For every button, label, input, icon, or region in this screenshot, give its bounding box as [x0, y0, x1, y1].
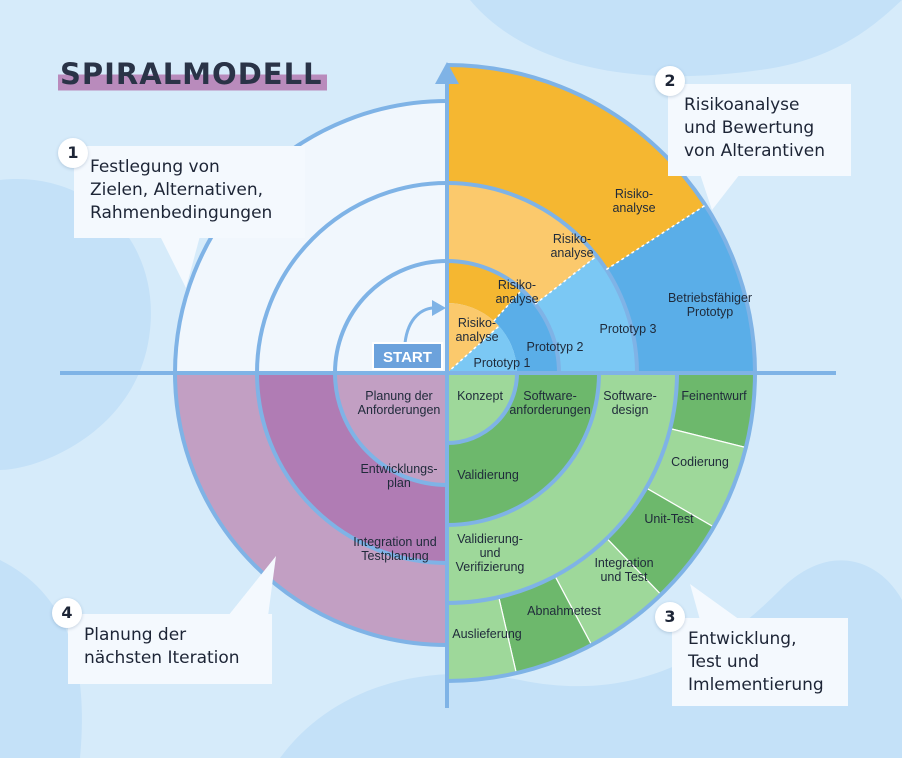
callout-line: und Bewertung — [684, 118, 815, 138]
quadrant-1-area — [175, 101, 447, 373]
callout-line: Zielen, Alternativen, — [90, 180, 264, 200]
callout-line: Entwicklung, — [688, 629, 797, 649]
callout-pointer-4 — [228, 556, 276, 616]
prototype-3-segment — [535, 256, 637, 373]
dev-ring-mid — [447, 373, 677, 603]
planning-ring-mid — [257, 373, 447, 563]
label-software-design: Software-design — [603, 389, 657, 417]
label-risk-inner: Risiko-analyse — [495, 278, 539, 306]
planning-ring-outer — [175, 373, 447, 645]
callout-line: Planung der — [84, 625, 187, 645]
start-marker: START — [372, 342, 443, 370]
spiral-ring-right-2 — [446, 181, 639, 374]
label-konzept: Konzept — [457, 389, 503, 403]
label-risk-mid: Risiko-analyse — [550, 232, 594, 260]
step-badge-2: 2 — [655, 66, 685, 96]
label-codierung: Codierung — [671, 455, 729, 469]
callout-line: Test und — [688, 652, 760, 672]
label-software-anforderungen: Software-anforderungen — [509, 389, 591, 417]
axis-arrow-up-icon — [435, 62, 459, 84]
label-prototyp-3: Prototyp 3 — [599, 322, 657, 336]
label-entwicklungsplan: Entwicklungs-plan — [360, 462, 438, 490]
risk-ring-outer — [447, 65, 706, 270]
spiral-ring-right-1 — [446, 259, 561, 374]
risk-ring-inner — [447, 261, 522, 321]
callout-pointer-2 — [700, 174, 740, 210]
callout-pointer-1 — [160, 236, 200, 288]
callout-line: Imlementierung — [688, 675, 824, 695]
planning-ring-inner — [335, 373, 447, 485]
label-prototyp-1: Prototyp 1 — [473, 356, 531, 370]
start-arrow-head-icon — [432, 300, 446, 316]
dev-core — [447, 373, 517, 443]
callout-pointer-3 — [690, 584, 740, 620]
label-feinentwurf: Feinentwurf — [681, 389, 747, 403]
page-title: SPIRALMODELL — [58, 56, 327, 92]
label-risk-outer: Risiko-analyse — [612, 187, 656, 215]
step-badge-1: 1 — [58, 138, 88, 168]
step-badge-3: 3 — [655, 602, 685, 632]
callout-line: Rahmenbedingungen — [90, 203, 273, 223]
label-validierung: Validierung — [457, 468, 519, 482]
dev-ring-inner — [447, 373, 599, 525]
callout-line: nächsten Iteration — [84, 648, 240, 668]
callout-line: von Alterantiven — [684, 141, 825, 161]
dotted-divider — [493, 289, 523, 322]
risk-ring-mid — [447, 183, 597, 305]
prototype-1-segment — [447, 326, 517, 373]
callout-quadrant-4: Planung der nächsten Iteration — [68, 614, 272, 684]
callout-quadrant-3: Entwicklung, Test und Imlementierung — [672, 618, 848, 706]
step-badge-4: 4 — [52, 598, 82, 628]
callout-line: Festlegung von — [90, 157, 220, 177]
label-auslieferung: Auslieferung — [452, 627, 522, 641]
spiral-ring-right-3 — [446, 372, 679, 605]
prototype-operational — [606, 205, 755, 373]
dotted-divider — [605, 204, 706, 271]
label-prototyp-2: Prototyp 2 — [526, 340, 584, 354]
label-risk-core: Risiko-analyse — [455, 316, 499, 344]
label-unit-test: Unit-Test — [644, 512, 694, 526]
prototype-2-segment — [493, 289, 559, 373]
spiral-ring-right-1b — [446, 372, 519, 445]
risk-core — [447, 303, 500, 373]
callout-quadrant-1: Festlegung von Zielen, Alternativen, Rah… — [74, 146, 305, 238]
label-abnahmetest: Abnahmetest — [527, 604, 601, 618]
callout-line: Risikoanalyse — [684, 95, 800, 115]
callout-quadrant-2: Risikoanalyse und Bewertung von Alterant… — [668, 84, 851, 176]
spiral-ring-right-2b — [446, 372, 601, 527]
dotted-divider — [534, 255, 598, 305]
